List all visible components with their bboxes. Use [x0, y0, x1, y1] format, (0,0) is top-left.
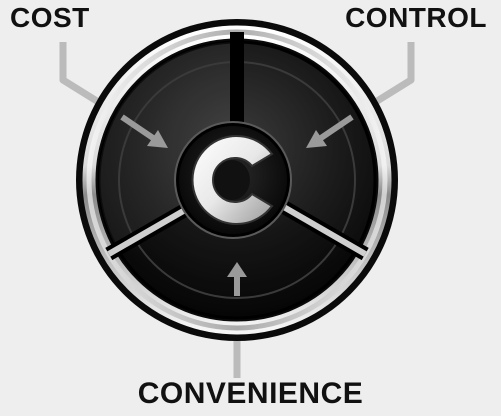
- cost-label: COST: [10, 2, 90, 34]
- control-label: CONTROL: [345, 2, 487, 34]
- convenience-label: CONVENIENCE: [0, 377, 501, 411]
